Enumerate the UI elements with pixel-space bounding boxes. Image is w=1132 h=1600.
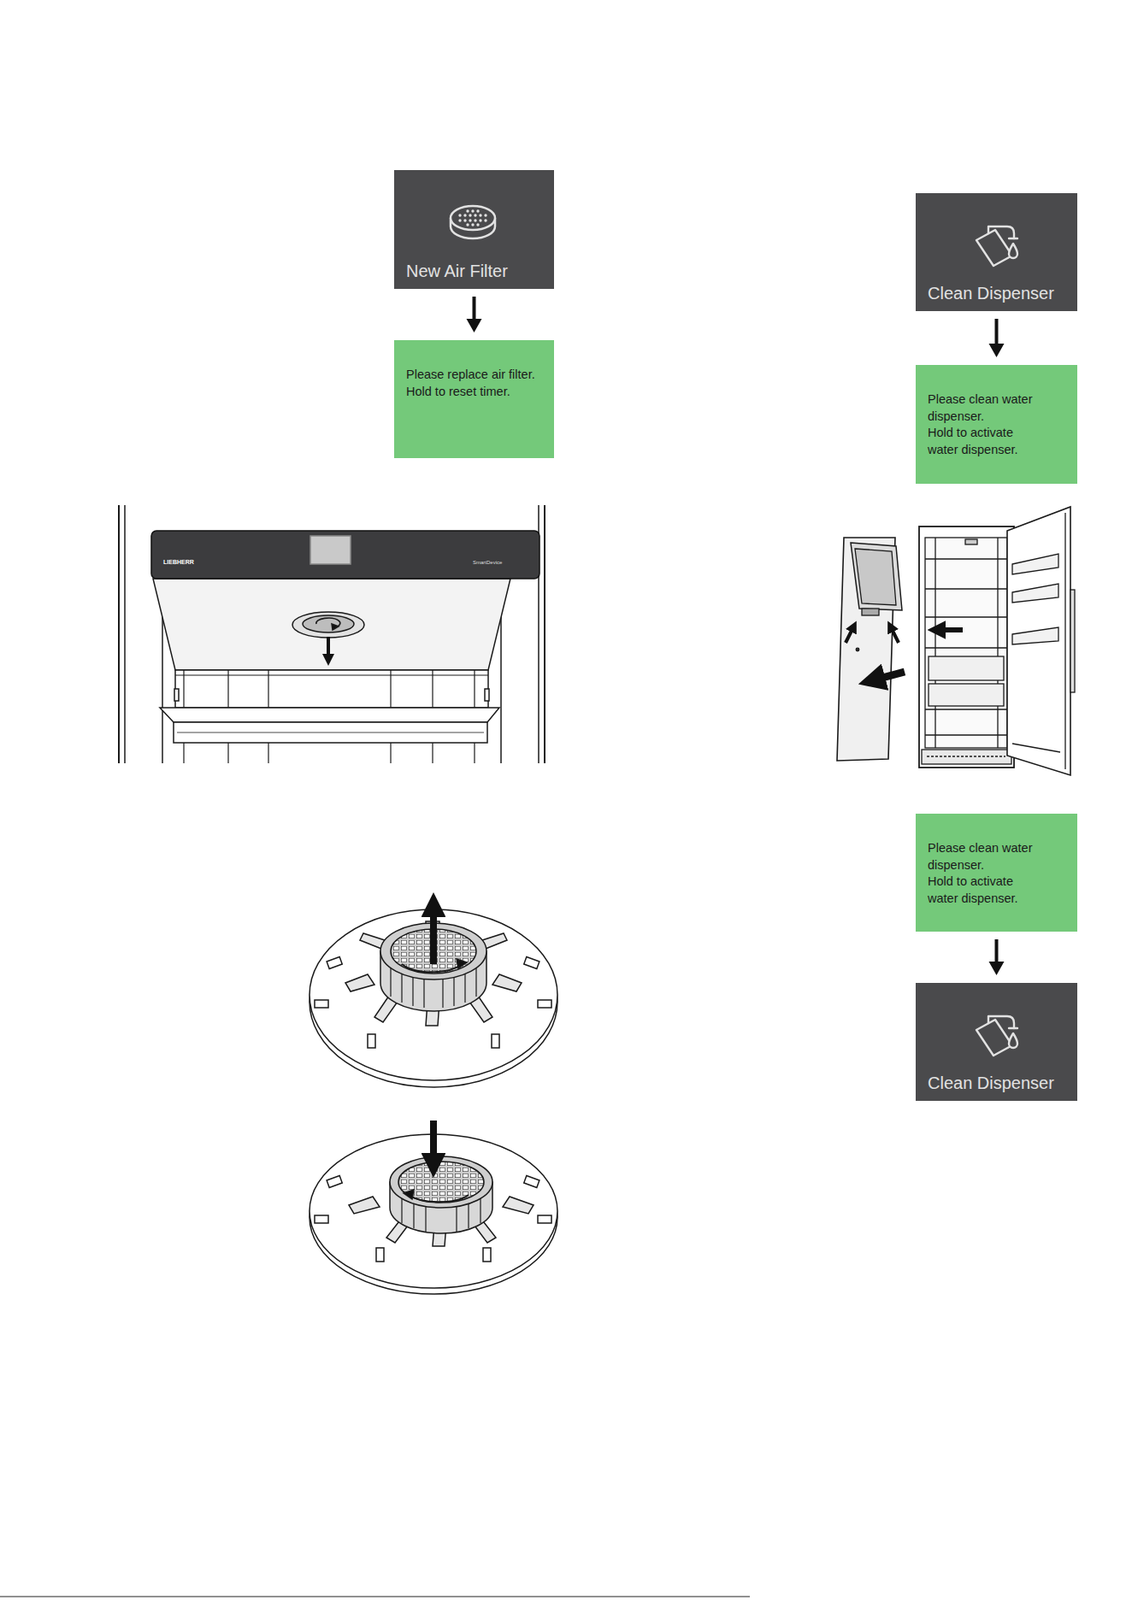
model-badge: SmartDevice <box>472 560 502 566</box>
footer-rule <box>0 1597 750 1598</box>
filter-insert-illustration <box>309 1120 558 1295</box>
tile-label: Clean Dispenser <box>927 283 1069 304</box>
message-text: Hold to activate water dispenser. <box>927 424 1039 459</box>
fridge-dispenser-illustration <box>837 507 1075 776</box>
status-tile: Clean Dispenser <box>915 983 1078 1102</box>
tile-label: New Air Filter <box>406 261 546 282</box>
message-box: Please replace air filter.Hold to reset … <box>394 340 555 459</box>
flow-arrow <box>989 318 1005 358</box>
message-text: Please clean water dispenser. <box>927 391 1039 425</box>
fridge-ceiling-illustration <box>118 505 545 764</box>
message-box: Please clean water dispenser.Hold to act… <box>915 813 1078 932</box>
flow-arrow <box>466 296 483 333</box>
message-text: Hold to activate water dispenser. <box>927 873 1039 908</box>
filter-removal-illustration <box>309 909 558 1088</box>
flow-arrow <box>989 939 1005 976</box>
message-text: Hold to reset timer. <box>406 383 546 401</box>
tile-label: Clean Dispenser <box>927 1073 1069 1094</box>
air-filter-icon <box>447 202 499 246</box>
brand-logo: LIEBHERR <box>163 559 195 566</box>
message-text: Please clean water dispenser. <box>927 840 1039 874</box>
dispenser-icon <box>971 1011 1020 1060</box>
message-box: Please clean water dispenser.Hold to act… <box>915 365 1078 484</box>
status-tile: Clean Dispenser <box>915 193 1078 312</box>
message-text: Please replace air filter. <box>406 366 546 384</box>
dispenser-icon <box>971 221 1020 270</box>
